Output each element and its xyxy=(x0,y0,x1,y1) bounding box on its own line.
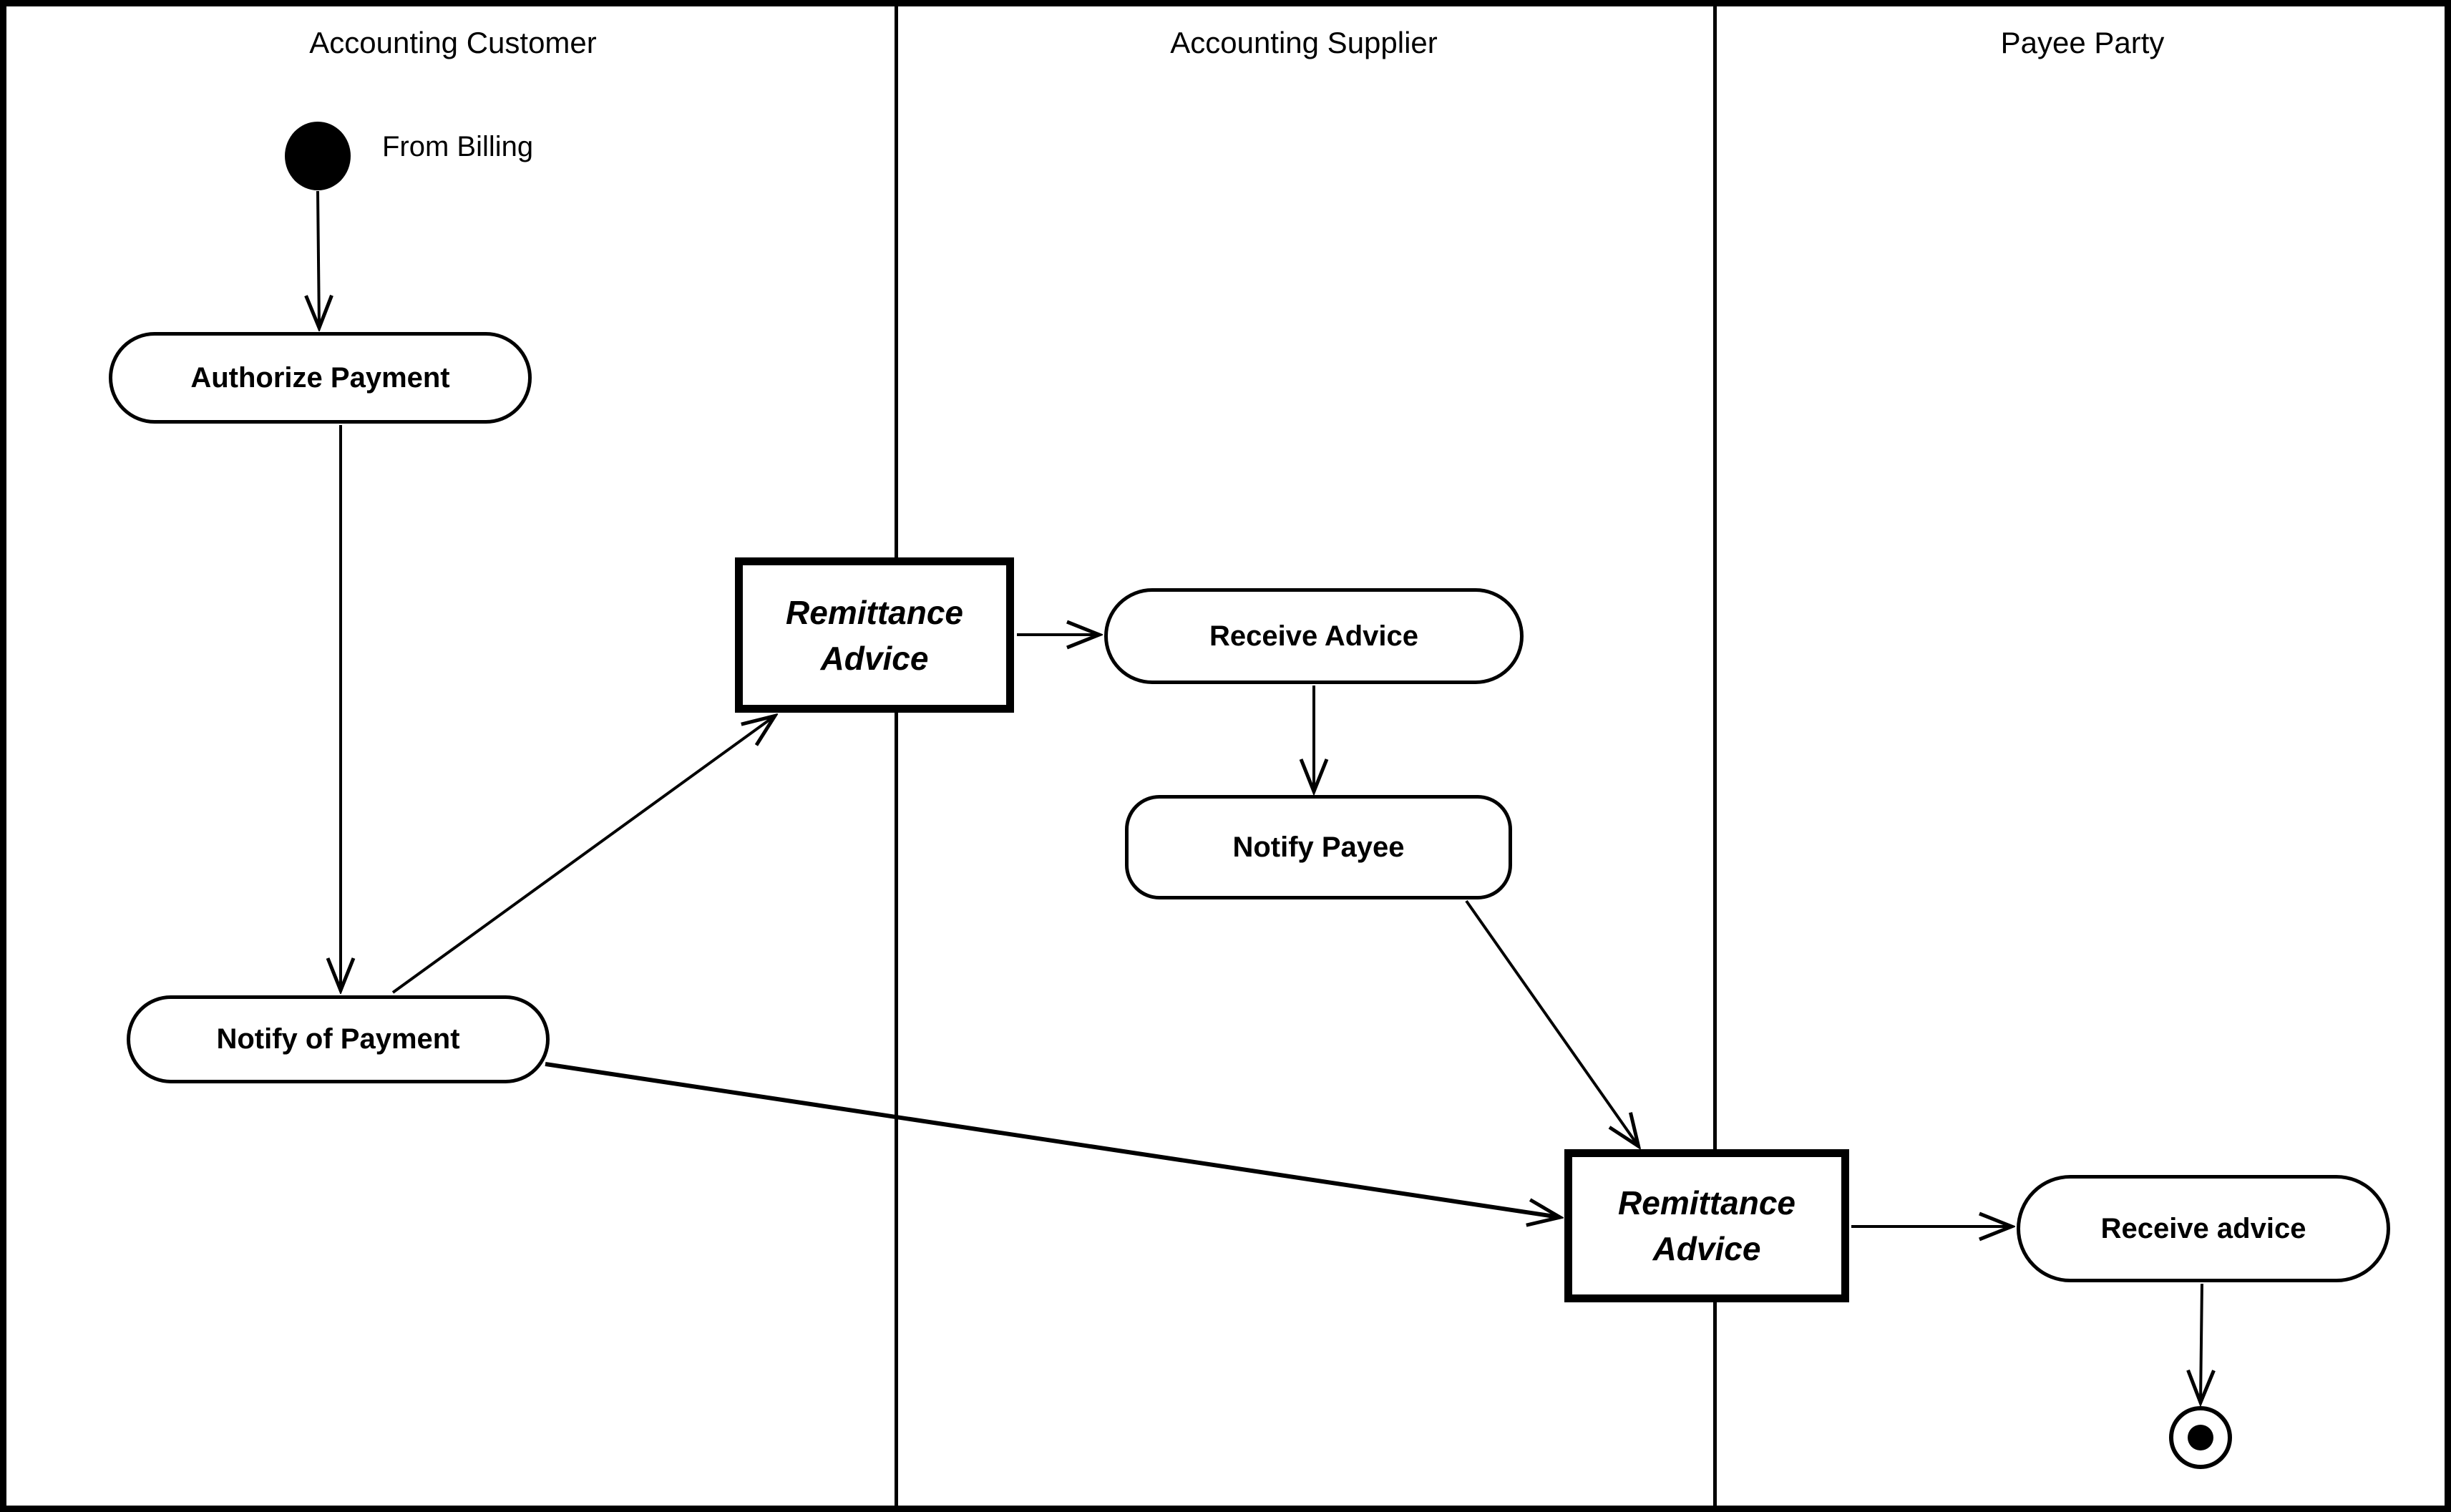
activity-notify-of-payment-label: Notify of Payment xyxy=(216,1023,460,1055)
activity-authorize-payment-label: Authorize Payment xyxy=(190,361,450,394)
edge-notify-of-payment-to-remittance-advice-1 xyxy=(391,716,774,994)
edges-layer xyxy=(6,190,2451,1512)
final-node-dot xyxy=(2188,1425,2213,1450)
edge-notify-of-payment-to-remittance-advice-2 xyxy=(545,1062,1559,1217)
object-remittance-advice-2: Remittance Advice xyxy=(1564,1149,1849,1302)
activity-receive-advice-payee: Receive advice xyxy=(2017,1175,2390,1282)
final-node-icon xyxy=(2169,1406,2232,1469)
activity-receive-advice-supplier-label: Receive Advice xyxy=(1209,620,1419,652)
lane-title-accounting-customer: Accounting Customer xyxy=(309,26,597,59)
lane-title-payee-party: Payee Party xyxy=(2000,26,2165,59)
activity-receive-advice-supplier: Receive Advice xyxy=(1104,588,1524,684)
object-remittance-advice-2-line2: Advice xyxy=(1652,1230,1761,1267)
activity-authorize-payment: Authorize Payment xyxy=(109,332,532,424)
start-node-label: From Billing xyxy=(382,131,534,162)
lane-divider-2 xyxy=(1713,6,1717,1506)
object-remittance-advice-1-line2: Advice xyxy=(820,639,929,677)
activity-receive-advice-payee-label: Receive advice xyxy=(2100,1212,2306,1244)
edge-notify-payee-to-remittance-advice-2 xyxy=(1465,899,1638,1146)
object-remittance-advice-1-line1: Remittance xyxy=(786,593,963,631)
object-remittance-advice-1: Remittance Advice xyxy=(735,557,1014,713)
activity-notify-payee-label: Notify Payee xyxy=(1232,831,1405,863)
edge-start-to-authorize-payment xyxy=(318,190,319,327)
lane-title-accounting-supplier: Accounting Supplier xyxy=(1170,26,1438,59)
edge-receive-advice-payee-to-final xyxy=(2201,1283,2202,1402)
activity-notify-payee: Notify Payee xyxy=(1125,795,1512,899)
start-node-icon xyxy=(285,122,351,190)
lane-divider-1 xyxy=(895,6,898,1506)
activity-notify-of-payment: Notify of Payment xyxy=(127,995,550,1083)
object-remittance-advice-2-line1: Remittance xyxy=(1618,1184,1795,1221)
